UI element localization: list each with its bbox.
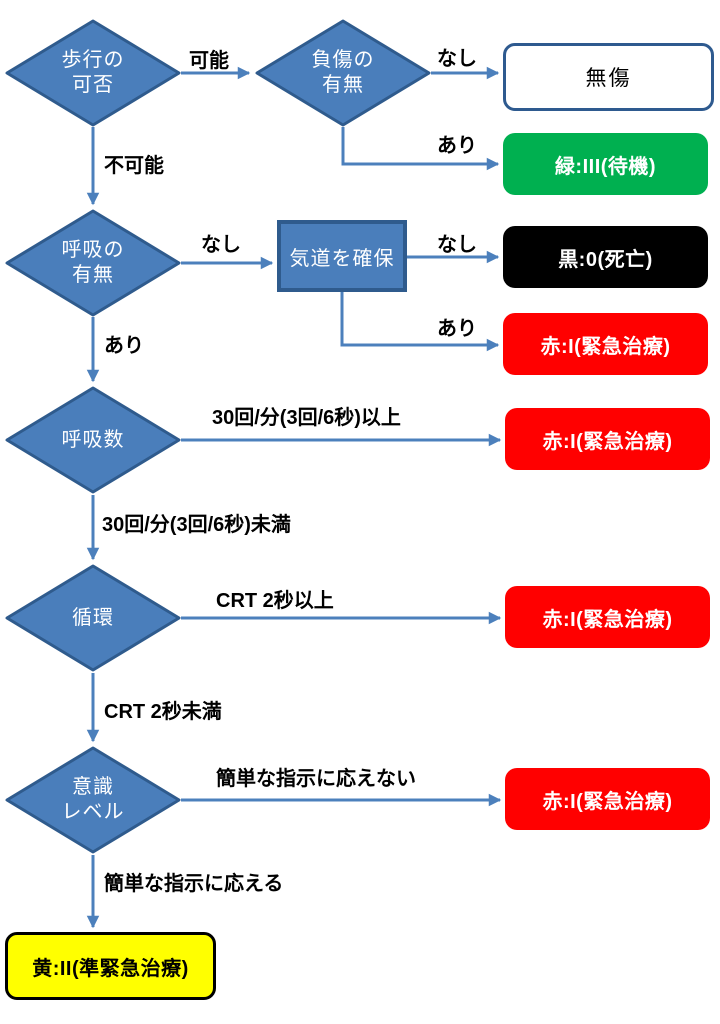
result-green-standby: 緑:III(待機) (503, 133, 708, 195)
decision-walk: 歩行の 可否 (5, 19, 181, 127)
edge-label-walk-no: 不可能 (104, 155, 164, 177)
result-yellow-label: 黄:II(準緊急治療) (32, 957, 189, 980)
edge-label-conscious-yes: 簡単な指示に応える (104, 873, 284, 895)
result-green-label: 緑:III(待機) (554, 155, 657, 178)
diamond-shape (5, 564, 181, 672)
decision-respiratory-rate: 呼吸数 (5, 386, 181, 494)
decision-injury: 負傷の 有無 (255, 19, 431, 127)
result-yellow-semiurgent: 黄:II(準緊急治療) (5, 932, 216, 1000)
decision-circulation-label: 循環 (72, 606, 114, 629)
decision-circulation: 循環 (5, 564, 181, 672)
edge-label-walk-yes: 可能 (189, 50, 229, 72)
diamond-shape (5, 209, 181, 317)
edge-injury-to-green (341, 127, 500, 171)
edge-label-conscious-no: 簡単な指示に応えない (216, 768, 416, 790)
result-red-label: 赤:I(緊急治療) (542, 430, 673, 453)
decision-consciousness: 意識 レベル (5, 746, 181, 854)
result-red-label: 赤:I(緊急治療) (542, 608, 673, 631)
edge-airway-to-red (340, 288, 500, 352)
result-uninjured-label: 無傷 (585, 67, 632, 90)
result-red-label: 赤:I(緊急治療) (540, 335, 671, 358)
edge-label-rate-high: 30回/分(3回/6秒)以上 (212, 407, 401, 429)
process-airway-label: 気道を確保 (289, 247, 395, 270)
result-red-consciousness: 赤:I(緊急治療) (505, 768, 710, 830)
process-airway: 気道を確保 (277, 220, 407, 292)
decision-injury-label: 負傷の 有無 (311, 49, 375, 96)
result-red-airway: 赤:I(緊急治療) (503, 313, 708, 375)
decision-walk-label: 歩行の 可否 (61, 49, 125, 96)
edge-label-injury-no: なし (437, 48, 477, 70)
diamond-shape (5, 746, 181, 854)
edge-label-rate-low: 30回/分(3回/6秒)未満 (102, 514, 291, 536)
edge-label-airway-yes: あり (437, 318, 477, 340)
edge-label-crt-high: CRT 2秒以上 (216, 590, 334, 612)
decision-breathing-label: 呼吸の 有無 (61, 239, 125, 286)
result-red-label: 赤:I(緊急治療) (542, 790, 673, 813)
diamond-shape (255, 19, 431, 127)
result-red-crt: 赤:I(緊急治療) (505, 586, 710, 648)
decision-breathing: 呼吸の 有無 (5, 209, 181, 317)
decision-respiratory-rate-label: 呼吸数 (61, 428, 125, 451)
edge-label-breathing-yes: あり (104, 335, 144, 357)
edge-label-injury-yes: あり (437, 135, 477, 157)
diamond-shape (5, 19, 181, 127)
result-black-deceased: 黒:0(死亡) (503, 226, 708, 288)
edge-label-airway-no: なし (437, 234, 477, 256)
result-uninjured: 無傷 (503, 43, 714, 111)
diamond-shape (5, 386, 181, 494)
decision-consciousness-label: 意識 レベル (61, 776, 125, 823)
result-black-label: 黒:0(死亡) (558, 248, 653, 271)
edge-label-crt-low: CRT 2秒未満 (104, 701, 222, 723)
result-red-rate: 赤:I(緊急治療) (505, 408, 710, 470)
edge-label-breathing-no: なし (201, 234, 241, 256)
